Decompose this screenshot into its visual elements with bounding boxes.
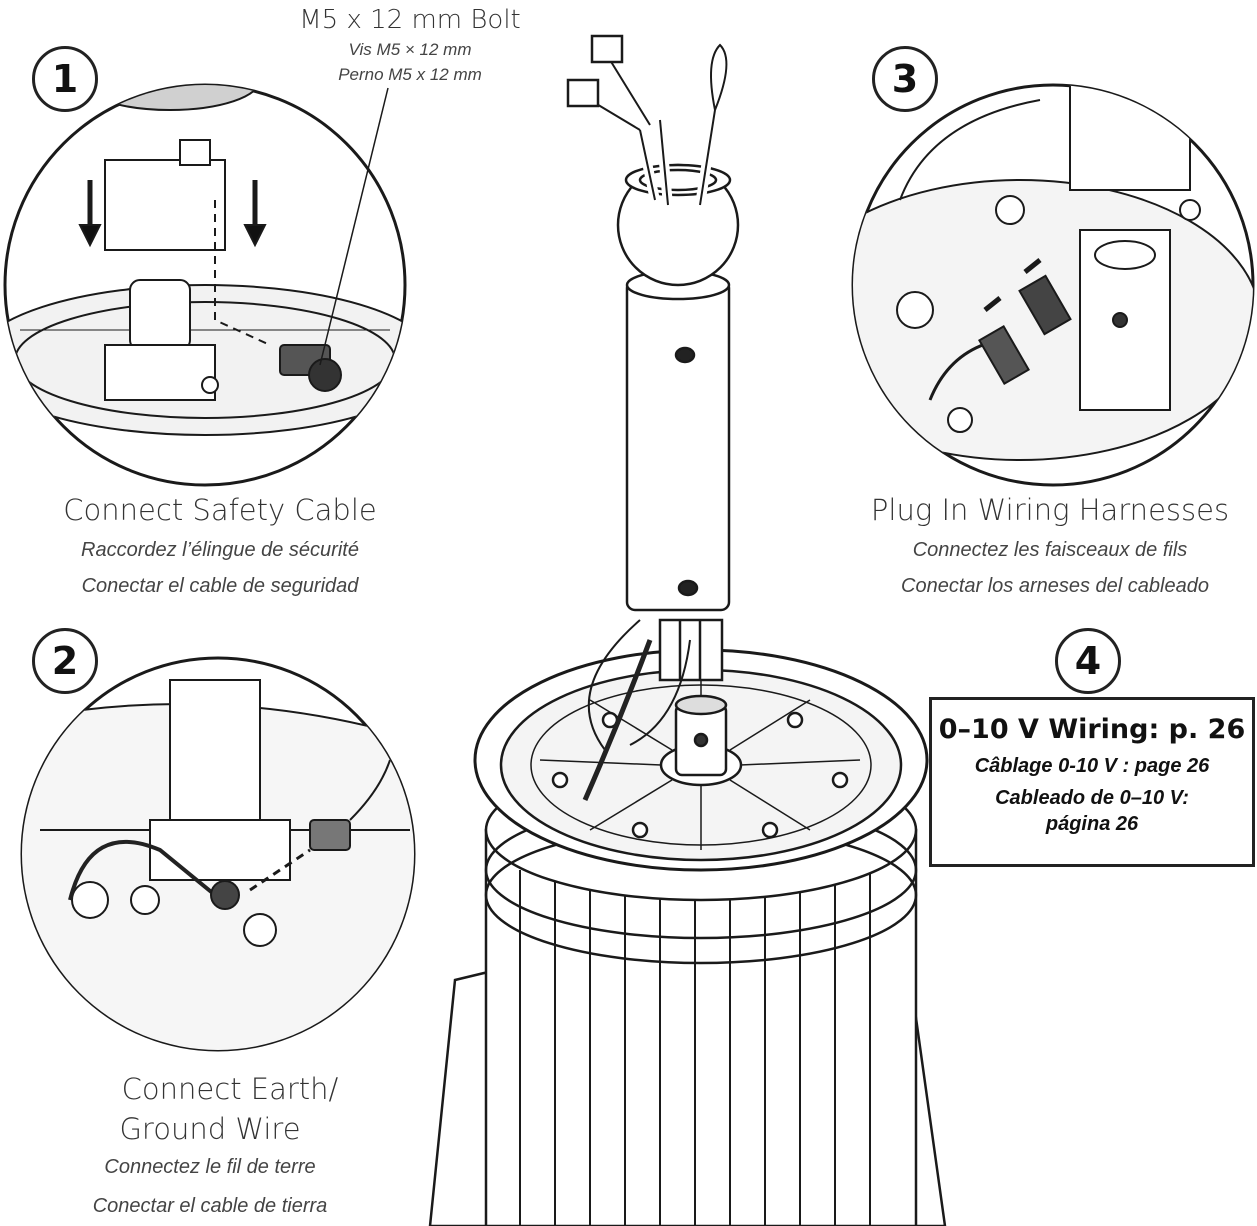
step2-fr: Connectez le fil de terre (104, 1156, 316, 1178)
step2-es: Conectar el cable de tierra (92, 1195, 328, 1217)
step1-title: Connect Safety Cable (63, 493, 377, 527)
step3-es: Conectar los arneses del cableado (901, 575, 1209, 597)
step3-title: Plug In Wiring Harnesses (870, 493, 1230, 527)
wiring-reference-box: 0–10 V Wiring: p. 26 Câblage 0-10 V : pa… (929, 697, 1255, 867)
step1-detail-circle (3, 83, 407, 487)
bolt-label-es: Perno M5 x 12 mm (338, 65, 482, 84)
step2-title-line1: Connect Earth/ (121, 1072, 339, 1106)
step-number-1: 1 (32, 46, 98, 112)
bolt-label-fr: Vis M5 × 12 mm (348, 40, 472, 59)
step-number-4: 4 (1055, 628, 1121, 694)
step1-es: Conectar el cable de seguridad (81, 575, 359, 597)
step2-detail-circle (20, 656, 416, 1052)
bolt-leader-line (319, 87, 389, 366)
wiring-es-label-line2: página 26 (1045, 813, 1139, 835)
step2-title-line2: Ground Wire (119, 1112, 301, 1146)
fixture-illustration (428, 34, 947, 1226)
step3-detail-circle (851, 83, 1255, 487)
step-number-2: 2 (32, 628, 98, 694)
step3-fr: Connectez les faisceaux de fils (912, 539, 1188, 561)
bolt-label-en: M5 x 12 mm Bolt (299, 5, 521, 35)
step-number-3: 3 (872, 46, 938, 112)
step1-fr: Raccordez l’élingue de sécurité (81, 539, 359, 561)
wiring-es-label-line1: Cableado de 0–10 V: (995, 787, 1189, 809)
wiring-main-label: 0–10 V Wiring: p. 26 (938, 714, 1246, 745)
wiring-fr-label: Câblage 0-10 V : page 26 (974, 755, 1210, 777)
